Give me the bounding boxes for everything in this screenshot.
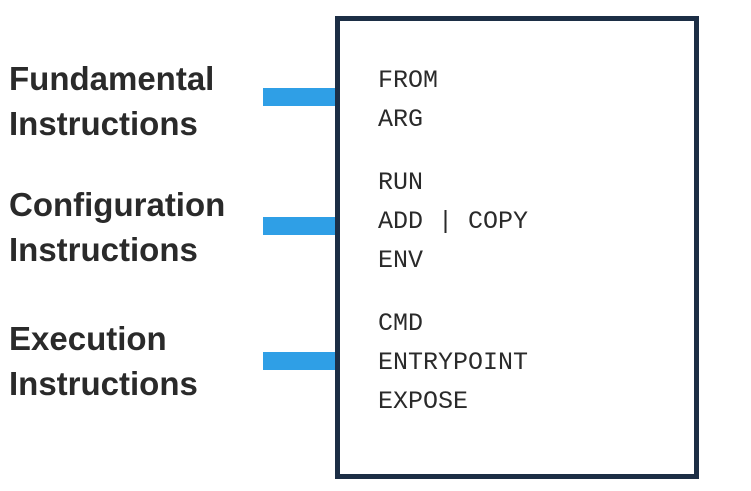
fundamental-instruction-list: FROM ARG [378,61,438,139]
instruction-item: ENTRYPOINT [378,348,529,377]
fundamental-instructions-label: Fundamental Instructions [9,56,214,146]
execution-instructions-label: Execution Instructions [9,316,198,406]
category-label-line: Execution [9,320,167,357]
category-label-line: Instructions [9,231,198,268]
instruction-item: RUN [378,168,424,197]
configuration-instruction-list: RUN ADD | COPY ENV [378,163,528,280]
dockerfile-box [335,16,699,479]
instruction-item: ENV [378,246,424,275]
category-label-line: Instructions [9,365,198,402]
instruction-item: CMD [378,309,424,338]
instruction-item: ARG [378,105,424,134]
instruction-item: EXPOSE [378,387,469,416]
instruction-item: FROM [378,66,439,95]
category-label-line: Configuration [9,186,226,223]
instruction-item: ADD | COPY [378,207,529,236]
category-label-line: Instructions [9,105,198,142]
execution-instruction-list: CMD ENTRYPOINT EXPOSE [378,304,528,421]
category-label-line: Fundamental [9,60,215,97]
configuration-instructions-label: Configuration Instructions [9,182,225,272]
